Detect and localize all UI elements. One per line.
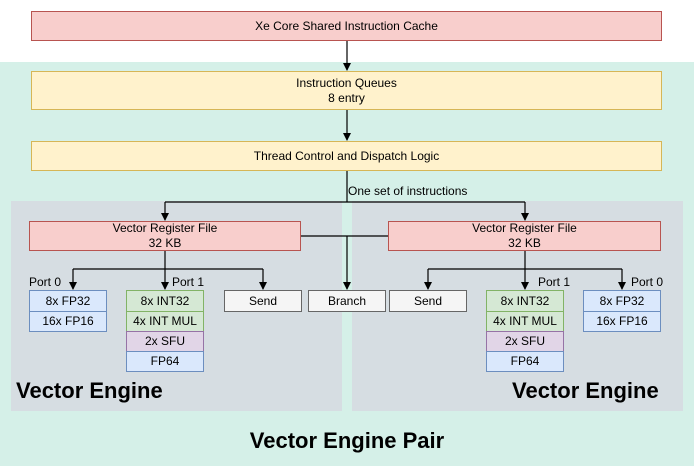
right-intmul-unit: 4x INT MUL [486,311,564,332]
left-vector-register-file: Vector Register File 32 KB [29,221,301,251]
left-fp16-unit: 16x FP16 [29,311,107,332]
left-vector-engine-title: Vector Engine [16,378,163,403]
left-register-file-size: 32 KB [148,236,182,250]
branch-unit: Branch [308,290,386,312]
right-fp16-unit: 16x FP16 [583,311,661,332]
dispatch-logic-label: Thread Control and Dispatch Logic [253,148,440,163]
right-fp64-unit: FP64 [486,351,564,372]
instruction-cache-label: Xe Core Shared Instruction Cache [255,18,438,33]
left-int32-unit: 8x INT32 [126,290,204,312]
right-vector-engine-title: Vector Engine [512,378,659,403]
right-port0-label: Port 0 [631,275,664,289]
left-sfu-unit: 2x SFU [126,331,204,352]
instruction-cache-box: Xe Core Shared Instruction Cache [31,11,662,41]
right-int32-unit: 8x INT32 [486,290,564,312]
left-fp32-unit: 8x FP32 [29,290,107,312]
instruction-queues-label: Instruction Queues [296,75,397,90]
left-send-unit: Send [224,290,302,312]
right-vector-register-file: Vector Register File 32 KB [388,221,661,251]
right-fp32-unit: 8x FP32 [583,290,661,312]
right-register-file-size: 32 KB [508,236,541,250]
right-port1-label: Port 1 [538,275,571,289]
left-fp64-unit: FP64 [126,351,204,372]
left-intmul-unit: 4x INT MUL [126,311,204,332]
vector-engine-pair-title: Vector Engine Pair [249,428,445,453]
right-send-unit: Send [389,290,467,312]
instruction-set-label: One set of instructions [348,184,468,198]
right-register-file-label: Vector Register File [472,221,577,235]
dispatch-logic-box: Thread Control and Dispatch Logic [31,141,662,171]
left-port0-label: Port 0 [29,275,62,289]
left-register-file-label: Vector Register File [112,221,218,235]
left-port1-label: Port 1 [172,275,205,289]
instruction-queues-entries: 8 entry [328,90,365,105]
instruction-queues-box: Instruction Queues 8 entry [31,71,662,110]
right-sfu-unit: 2x SFU [486,331,564,352]
